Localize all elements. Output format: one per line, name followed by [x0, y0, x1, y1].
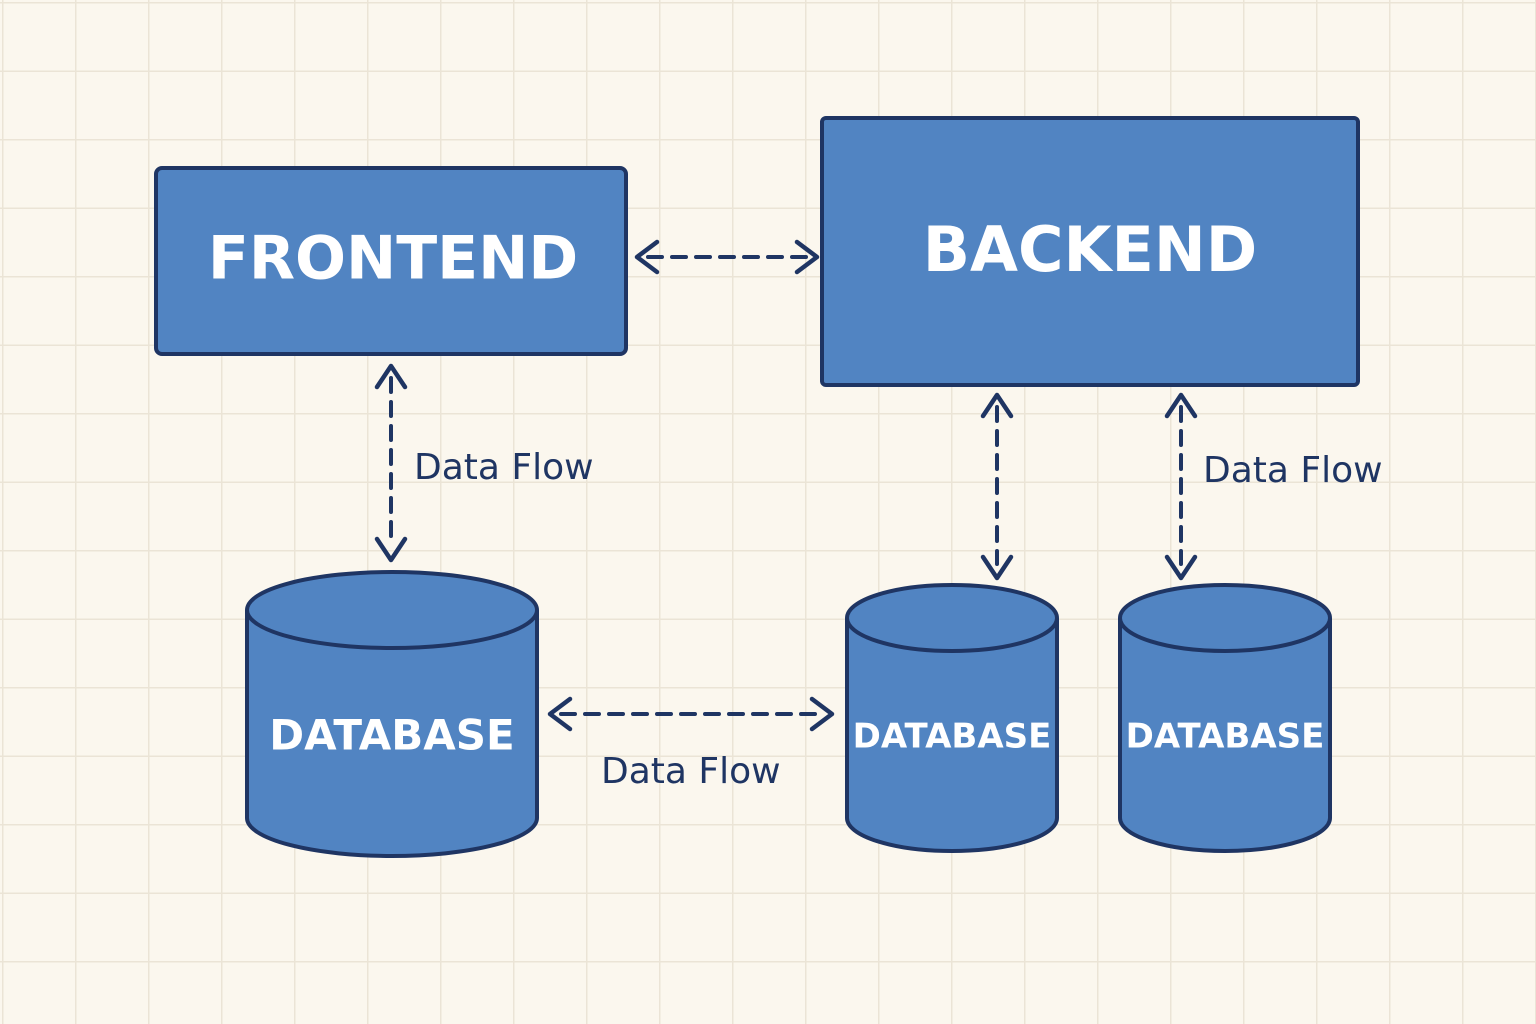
database-left-label: DATABASE [269, 711, 514, 760]
database-right-node: DATABASE [1118, 583, 1332, 853]
flow-label-database-database: Data Flow [601, 751, 781, 792]
connector-backend-database-right [1164, 392, 1198, 581]
frontend-node: FRONTEND [154, 166, 628, 356]
database-middle-node: DATABASE [845, 583, 1059, 853]
flow-label-frontend-database: Data Flow [414, 447, 594, 488]
flow-label-backend-database: Data Flow [1203, 450, 1383, 491]
backend-label: BACKEND [923, 213, 1258, 286]
frontend-label: FRONTEND [208, 224, 578, 294]
connector-database-database [547, 696, 835, 732]
connector-frontend-database [374, 363, 408, 563]
connector-frontend-backend [634, 239, 820, 275]
backend-node: BACKEND [820, 116, 1360, 387]
database-middle-label: DATABASE [853, 717, 1052, 757]
database-left-node: DATABASE [245, 570, 539, 858]
database-right-label: DATABASE [1126, 717, 1325, 757]
connector-backend-database-middle [980, 392, 1014, 581]
